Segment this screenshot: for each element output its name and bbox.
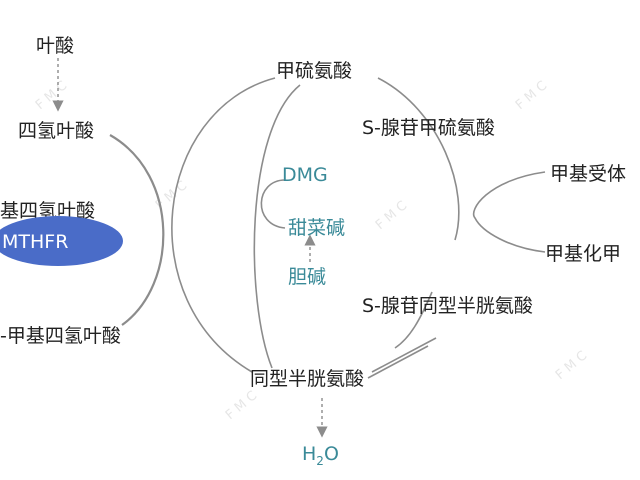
water-subscript: 2 xyxy=(316,454,324,468)
methyl-thf-label: -甲基四氢叶酸 xyxy=(0,325,121,347)
methionine-label: 甲硫氨酸 xyxy=(276,60,352,82)
dmg-label: DMG xyxy=(282,164,328,186)
watermark-text: F M C xyxy=(553,348,590,383)
methylated-label: 甲基化甲 xyxy=(545,243,621,265)
water-o: O xyxy=(324,443,339,465)
homocysteine-link-line-1 xyxy=(371,337,437,373)
watermark-text: F M C xyxy=(513,78,550,113)
water-label: H2O xyxy=(302,443,339,468)
thf-label: 四氢叶酸 xyxy=(18,120,94,142)
mthfr-enzyme-pill xyxy=(0,216,123,266)
homocysteine-link-line-2 xyxy=(367,345,429,379)
homocysteine-label: 同型半胱氨酸 xyxy=(250,368,364,390)
betaine-dmg-curve xyxy=(260,179,286,229)
watermark-text: F M C xyxy=(223,388,260,423)
betaine-label: 甜菜碱 xyxy=(288,217,345,239)
watermark-text: F M C xyxy=(33,78,70,113)
methyl-transfer-loop xyxy=(472,171,546,253)
sam-label: S-腺苷甲硫氨酸 xyxy=(362,117,495,139)
methyl-acceptor-label: 甲基受体 xyxy=(550,163,626,185)
methylene-thf-label: 基四氢叶酸 xyxy=(0,200,95,222)
folate-cycle-arc xyxy=(109,134,165,326)
methionine-cycle-outer-left-arc xyxy=(171,77,276,373)
methionine-cycle-lower-right-arc xyxy=(394,291,433,349)
water-h: H xyxy=(302,443,316,465)
folic-acid-label: 叶酸 xyxy=(36,35,74,57)
choline-label: 胆碱 xyxy=(288,266,326,288)
methionine-cycle-right-arc xyxy=(377,77,460,241)
watermark-text: F M C xyxy=(373,198,410,233)
mthfr-label: MTHFR xyxy=(2,231,68,253)
methionine-cycle-inner-left-arc xyxy=(253,84,301,369)
sah-label: S-腺苷同型半胱氨酸 xyxy=(362,295,533,317)
